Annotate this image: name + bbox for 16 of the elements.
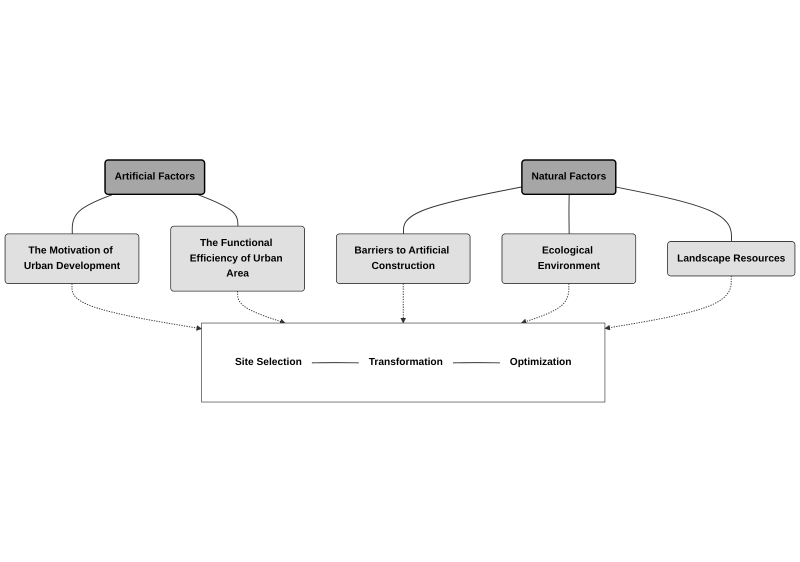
node-text: Site Selection bbox=[234, 356, 302, 368]
connector bbox=[452, 362, 502, 364]
connector bbox=[311, 362, 360, 364]
arrow bbox=[237, 290, 286, 324]
node-text: Transformation bbox=[368, 356, 443, 368]
arrow bbox=[400, 283, 406, 324]
connector bbox=[198, 194, 238, 228]
connector bbox=[568, 194, 570, 235]
connector bbox=[72, 194, 113, 235]
arrow bbox=[604, 275, 732, 330]
connector bbox=[616, 186, 732, 242]
node-text: Optimization bbox=[510, 356, 572, 368]
connector bbox=[403, 186, 523, 235]
arrow bbox=[72, 283, 202, 331]
cluster bbox=[201, 322, 606, 402]
arrow bbox=[521, 283, 570, 324]
